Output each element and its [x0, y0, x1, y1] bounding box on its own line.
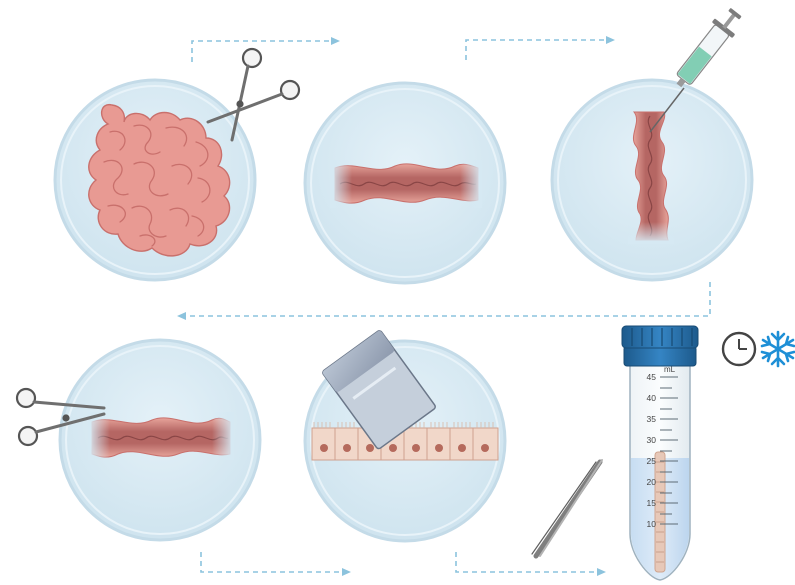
- conical-tube-icon: mL 45 40 35 30 25 20 15 10: [622, 326, 698, 580]
- step-excise-intestine: [55, 49, 299, 280]
- step-intestine-segment: [305, 83, 505, 283]
- scale-label: 10: [647, 519, 657, 529]
- step-collect-in-tube: mL 45 40 35 30 25 20 15 10: [532, 326, 794, 580]
- arrow-step3-to-step4: [186, 282, 710, 316]
- arrow-step2-to-step3: [466, 40, 607, 60]
- snowflake-icon: [762, 332, 794, 366]
- arrow-step5-to-step6: [456, 552, 598, 572]
- scale-label: 15: [647, 498, 657, 508]
- scale-label: 30: [647, 435, 657, 445]
- scale-label: 25: [647, 456, 657, 466]
- scale-label: 45: [647, 372, 657, 382]
- tube-cap: [622, 326, 698, 366]
- step-flush-lumen: [552, 4, 752, 280]
- clock-icon: [723, 333, 755, 365]
- scale-label: 35: [647, 414, 657, 424]
- scale-label: 20: [647, 477, 657, 487]
- step-scrape-epithelium: [305, 330, 505, 541]
- intestine-segment-opened: [88, 412, 234, 460]
- tweezers-icon: [532, 460, 602, 556]
- scale-label: 40: [647, 393, 657, 403]
- arrow-step4-to-step5: [201, 552, 343, 572]
- step-open-segment: [17, 340, 260, 540]
